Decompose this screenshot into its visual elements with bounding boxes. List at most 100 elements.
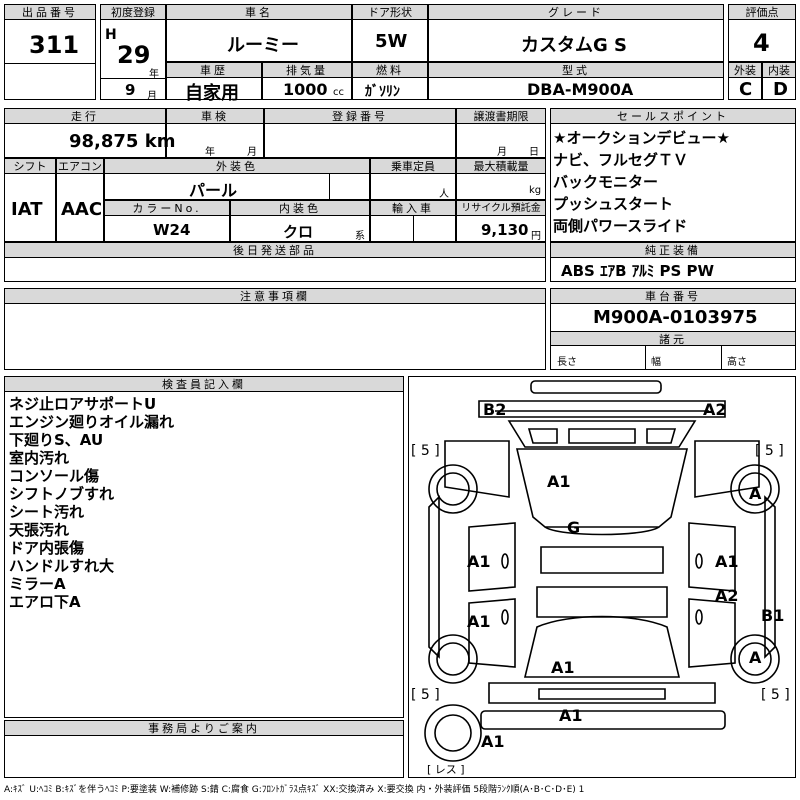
- tire-label: [ 5 ]: [411, 687, 440, 703]
- inspector-note: ドア内張傷: [9, 539, 85, 557]
- fuel-box: 燃料 ｶﾞｿﾘﾝ: [352, 62, 428, 100]
- inspector-label: 検査員記入欄: [5, 377, 403, 392]
- displacement-label: 排気量: [263, 63, 351, 78]
- inspector-note: 室内汚れ: [9, 449, 70, 467]
- dims-label: 諸元: [551, 331, 795, 346]
- model-box: 型式 DBA-M900A: [428, 62, 724, 100]
- exterior-grade: C: [739, 79, 753, 100]
- chassis-box: 車台番号 M900A-0103975 諸元 長さ 幅 高さ: [550, 288, 796, 370]
- damage-mark: A1: [467, 552, 491, 571]
- transfer-deadline-box: 譲渡書期限 月 日: [456, 108, 546, 158]
- displacement-box: 排気量 1000 cc: [262, 62, 352, 100]
- inspector-note: シフトノブすれ: [9, 485, 115, 503]
- office-box: 事務局よりご案内: [4, 720, 404, 778]
- fuel-label: 燃料: [353, 63, 427, 78]
- interior-color-label: 内装色: [231, 201, 369, 216]
- score-box: 評価点 4: [728, 4, 796, 62]
- inspector-box: 検査員記入欄 ネジ止ロアサポートU エンジン廻りオイル漏れ 下廻りS、AU 室内…: [4, 376, 404, 718]
- sales-point-item: プッシュスタート: [553, 195, 674, 213]
- damage-mark: G: [567, 518, 580, 537]
- color-label: 外装色: [105, 159, 369, 174]
- damage-mark: A1: [547, 472, 571, 491]
- interior-box: 内装 D: [762, 62, 796, 100]
- later-parts-box: 後日発送部品: [4, 242, 546, 282]
- registration-number-label: 登録番号: [265, 109, 455, 124]
- registration-month: 9: [125, 81, 136, 99]
- ac-box: エアコン AAC: [56, 158, 104, 242]
- damage-mark: B1: [761, 606, 784, 625]
- door-box: ドア形状 5W: [352, 4, 428, 62]
- displacement-unit: cc: [333, 87, 344, 98]
- damage-mark: A2: [715, 586, 739, 605]
- damage-mark: A1: [481, 732, 505, 751]
- era-prefix: H: [105, 27, 117, 43]
- capacity-label: 乗車定員: [371, 159, 455, 174]
- recycle-fee: 9,130: [481, 221, 529, 239]
- transfer-day-unit: 日: [529, 147, 539, 158]
- registration-year: 29: [117, 41, 151, 69]
- inspection-label: 車検: [167, 109, 263, 124]
- inspector-note: 天張汚れ: [9, 521, 70, 539]
- car-name: ルーミー: [227, 35, 299, 56]
- inspector-note: エアロ下A: [9, 593, 81, 611]
- model-code: DBA-M900A: [527, 80, 634, 99]
- score-label: 評価点: [729, 5, 795, 20]
- history-box: 車歴 自家用: [166, 62, 262, 104]
- interior-grade: D: [773, 79, 788, 100]
- sales-points-list: ★オークションデビュー★ ナビ、フルセグＴＶ バックモニター プッシュスタート …: [553, 127, 730, 237]
- capacity-box: 乗車定員 人: [370, 158, 456, 200]
- inspection-box: 車検 年 月: [166, 108, 264, 158]
- tire-label: [ 5 ]: [761, 687, 790, 703]
- first-registration-label: 初度登録: [101, 5, 165, 20]
- shift-box: シフト IAT: [4, 158, 56, 242]
- chassis-label: 車台番号: [551, 289, 795, 304]
- damage-mark: A1: [467, 612, 491, 631]
- legend: A:ｷｽﾞ U:ﾍｺﾐ B:ｷｽﾞを伴うﾍｺﾐ P:要塗装 W:補修跡 S:錆 …: [4, 785, 585, 795]
- registration-number-box: 登録番号: [264, 108, 456, 158]
- tire-label: [ 5 ]: [411, 443, 440, 459]
- fuel: ｶﾞｿﾘﾝ: [365, 84, 400, 100]
- damage-mark: A: [749, 648, 762, 667]
- interior-color-box: 内装色 クロ 系: [230, 200, 370, 242]
- width-label: 幅: [651, 357, 661, 368]
- lot-number-label: 出品番号: [5, 5, 95, 20]
- equipment-label: 純正装備: [551, 243, 795, 258]
- inspection-year-unit: 年: [205, 147, 215, 158]
- capacity-unit: 人: [439, 189, 449, 200]
- transfer-month-unit: 月: [497, 147, 507, 158]
- sales-point-item: ★オークションデビュー★: [553, 129, 730, 147]
- interior-color: クロ: [283, 223, 314, 241]
- car-name-label: 車名: [167, 5, 351, 20]
- mileage-label: 走行: [5, 109, 165, 124]
- interior-color-unit: 系: [355, 231, 365, 242]
- year-unit: 年: [149, 69, 159, 80]
- mileage: 98,875 km: [69, 131, 176, 152]
- inspector-note: ネジ止ロアサポートU: [9, 395, 157, 413]
- max-load-box: 最大積載量 kg: [456, 158, 546, 200]
- inspection-month-unit: 月: [247, 147, 257, 158]
- transfer-deadline-label: 譲渡書期限: [457, 109, 545, 124]
- damage-mark: B2: [483, 400, 506, 419]
- ac: AAC: [61, 199, 103, 220]
- inspector-note: エンジン廻りオイル漏れ: [9, 413, 175, 431]
- exterior-color: パール: [189, 181, 238, 200]
- door-label: ドア形状: [353, 5, 427, 20]
- ac-label: エアコン: [57, 159, 103, 174]
- caution-box: 注意事項欄: [4, 288, 546, 370]
- office-label: 事務局よりご案内: [5, 721, 403, 736]
- color-number: W24: [153, 221, 191, 239]
- color-number-box: カラーNo. W24: [104, 200, 230, 242]
- history-label: 車歴: [167, 63, 261, 78]
- damage-mark: A1: [559, 706, 583, 725]
- grade: カスタムG S: [521, 35, 628, 56]
- length-label: 長さ: [557, 357, 577, 368]
- inspector-note: 下廻りS、AU: [9, 431, 104, 449]
- exterior-label: 外装: [729, 63, 761, 78]
- equipment-box: 純正装備 ABS ｴｱB ｱﾙﾐ PS PW: [550, 242, 796, 282]
- shift-label: シフト: [5, 159, 55, 174]
- height-label: 高さ: [727, 357, 747, 368]
- inspector-note: シート汚れ: [9, 503, 85, 521]
- history: 自家用: [185, 83, 239, 104]
- month-unit: 月: [147, 91, 157, 102]
